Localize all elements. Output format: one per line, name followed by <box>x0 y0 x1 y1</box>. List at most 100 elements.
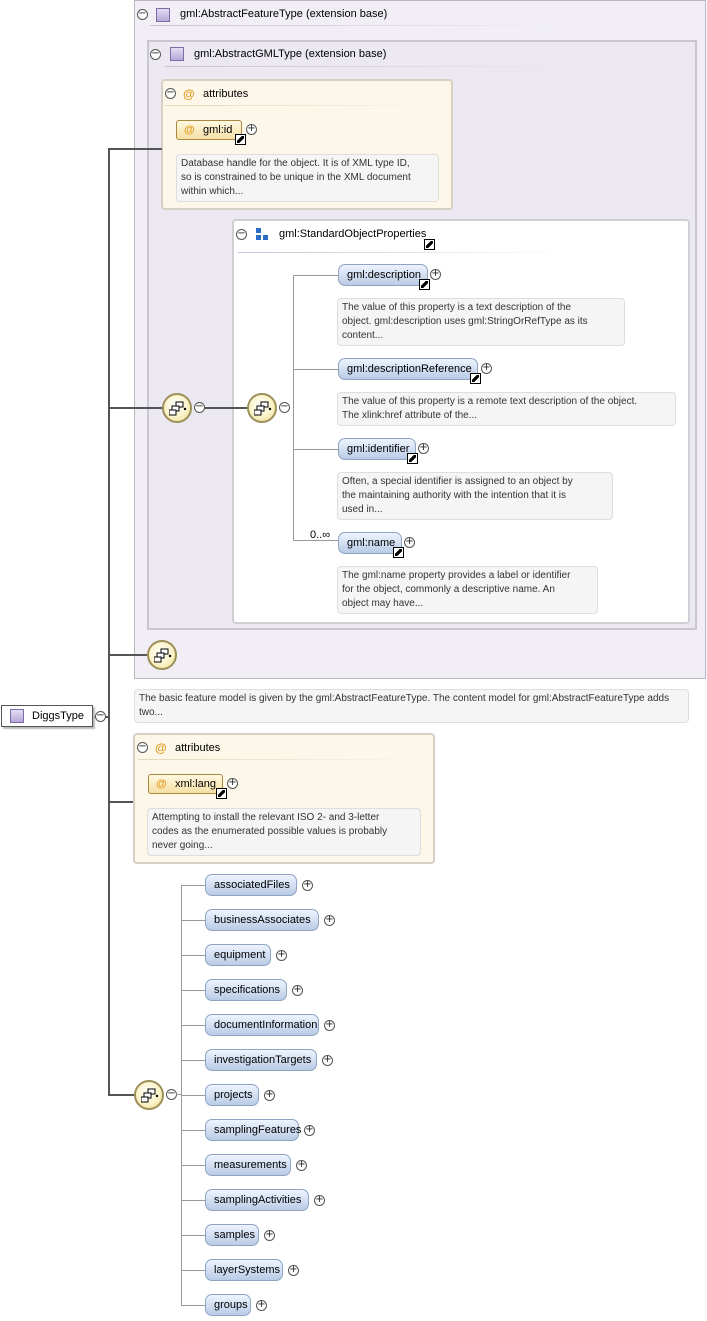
doc-line: used in... <box>342 504 383 515</box>
element-label: gml:description <box>347 269 421 281</box>
element-gml-name[interactable]: gml:name <box>338 532 402 554</box>
sequence-compositor-icon[interactable] <box>247 393 277 423</box>
element-sampling-features[interactable]: samplingFeatures <box>205 1119 301 1141</box>
expand-toggle-icon[interactable]: + <box>288 1264 299 1276</box>
sequence-compositor-icon[interactable] <box>134 1080 164 1110</box>
doc-line: for the object, commonly a descriptive n… <box>342 584 555 595</box>
attribute-label: gml:id <box>203 124 233 136</box>
attributes-title: attributes <box>175 742 221 754</box>
doc-line: The value of this property is a remote t… <box>342 396 638 407</box>
collapse-toggle-icon[interactable]: − <box>137 8 148 20</box>
expand-toggle-icon[interactable]: + <box>227 777 238 789</box>
element-label: layerSystems <box>214 1264 281 1276</box>
expand-toggle-icon[interactable]: + <box>324 1019 335 1031</box>
element-gml-description[interactable]: gml:description <box>338 264 428 286</box>
sequence-compositor-icon[interactable] <box>147 640 177 670</box>
sequence-compositor-icon[interactable] <box>162 393 192 423</box>
header-separator <box>138 759 428 760</box>
tree-connector <box>181 990 205 991</box>
expand-toggle-icon[interactable]: + <box>481 362 492 374</box>
expand-toggle-icon[interactable]: + <box>246 123 257 135</box>
doc-line: object. gml:description uses gml:StringO… <box>342 316 588 327</box>
link-arrow-icon[interactable] <box>407 453 418 464</box>
element-associated-files[interactable]: associatedFiles <box>205 874 297 896</box>
expand-toggle-icon[interactable]: + <box>404 536 415 548</box>
element-sampling-activities[interactable]: samplingActivities <box>205 1189 309 1211</box>
tree-connector <box>181 1165 205 1166</box>
tree-connector <box>176 1094 181 1095</box>
element-samples[interactable]: samples <box>205 1224 259 1246</box>
collapse-toggle-icon[interactable]: − <box>236 228 247 240</box>
multiplicity-label: 0..∞ <box>310 529 331 541</box>
element-groups[interactable]: groups <box>205 1294 251 1316</box>
at-sign-icon: @ <box>184 124 195 136</box>
tree-connector <box>181 885 205 886</box>
complex-type-icon <box>170 47 184 61</box>
collapse-toggle-icon[interactable]: − <box>137 741 148 753</box>
element-label: associatedFiles <box>214 879 290 891</box>
doc-text: The basic feature model is given by the … <box>139 693 670 718</box>
collapse-toggle-icon[interactable]: − <box>165 87 176 99</box>
expand-toggle-icon[interactable]: + <box>276 949 287 961</box>
element-label: projects <box>214 1089 253 1101</box>
element-gml-identifier[interactable]: gml:identifier <box>338 438 416 460</box>
link-arrow-icon[interactable] <box>235 134 246 145</box>
doc-line: the maintaining authority with the inten… <box>342 490 567 501</box>
root-type-diggs[interactable]: DiggsType <box>1 705 93 727</box>
element-label: samples <box>214 1229 255 1241</box>
element-layer-systems[interactable]: layerSystems <box>205 1259 283 1281</box>
element-label: gml:name <box>347 537 396 549</box>
element-document-information[interactable]: documentInformation <box>205 1014 319 1036</box>
doc-line: The xlink:href attribute of the... <box>342 410 478 421</box>
doc-line: so is constrained to be unique in the XM… <box>181 172 411 183</box>
expand-toggle-icon[interactable]: + <box>324 914 335 926</box>
expand-toggle-icon[interactable]: + <box>256 1299 267 1311</box>
abstract-gml-extension-label: gml:AbstractGMLType (extension base) <box>194 48 387 60</box>
expand-toggle-icon[interactable]: + <box>322 1054 333 1066</box>
group-icon <box>256 228 270 242</box>
element-specifications[interactable]: specifications <box>205 979 287 1001</box>
attribute-gml-id[interactable]: @ gml:id <box>176 120 242 140</box>
link-arrow-icon[interactable] <box>419 279 430 290</box>
tree-connector <box>108 407 163 409</box>
element-label: investigationTargets <box>214 1054 312 1066</box>
doc-line: object may have... <box>342 598 424 609</box>
element-investigation-targets[interactable]: investigationTargets <box>205 1049 317 1071</box>
header-separator <box>165 105 445 106</box>
expand-toggle-icon[interactable]: + <box>264 1229 275 1241</box>
expand-toggle-icon[interactable]: + <box>304 1124 315 1136</box>
expand-toggle-icon[interactable]: + <box>292 984 303 996</box>
element-label: samplingActivities <box>214 1194 302 1206</box>
element-documentation: The gml:name property provides a label o… <box>337 566 598 614</box>
expand-toggle-icon[interactable]: + <box>302 879 313 891</box>
attribute-xml-lang[interactable]: @ xml:lang <box>148 774 223 794</box>
doc-line: Database handle for the object. It is of… <box>181 158 410 169</box>
link-arrow-icon[interactable] <box>470 373 481 384</box>
header-separator <box>165 66 565 67</box>
expand-toggle-icon[interactable]: + <box>314 1194 325 1206</box>
at-sign-icon: @ <box>156 778 167 790</box>
tree-connector <box>108 1094 135 1096</box>
element-equipment[interactable]: equipment <box>205 944 271 966</box>
link-arrow-icon[interactable] <box>393 547 404 558</box>
element-measurements[interactable]: measurements <box>205 1154 291 1176</box>
abstract-feature-extension-label: gml:AbstractFeatureType (extension base) <box>180 8 388 20</box>
collapse-toggle-icon[interactable]: − <box>95 710 106 722</box>
complex-type-icon <box>156 8 170 22</box>
expand-toggle-icon[interactable]: + <box>296 1159 307 1171</box>
tree-connector <box>293 275 338 276</box>
element-business-associates[interactable]: businessAssociates <box>205 909 319 931</box>
collapse-toggle-icon[interactable]: − <box>150 48 161 60</box>
element-projects[interactable]: projects <box>205 1084 259 1106</box>
expand-toggle-icon[interactable]: + <box>430 268 441 280</box>
collapse-toggle-icon[interactable]: − <box>279 401 290 413</box>
expand-toggle-icon[interactable]: + <box>418 442 429 454</box>
doc-line: never going... <box>152 840 213 851</box>
tree-connector <box>181 1235 205 1236</box>
link-arrow-icon[interactable] <box>424 239 435 250</box>
element-gml-description-reference[interactable]: gml:descriptionReference <box>338 358 478 380</box>
link-arrow-icon[interactable] <box>216 788 227 799</box>
collapse-toggle-icon[interactable]: − <box>194 401 205 413</box>
expand-toggle-icon[interactable]: + <box>264 1089 275 1101</box>
tree-connector <box>293 275 294 540</box>
